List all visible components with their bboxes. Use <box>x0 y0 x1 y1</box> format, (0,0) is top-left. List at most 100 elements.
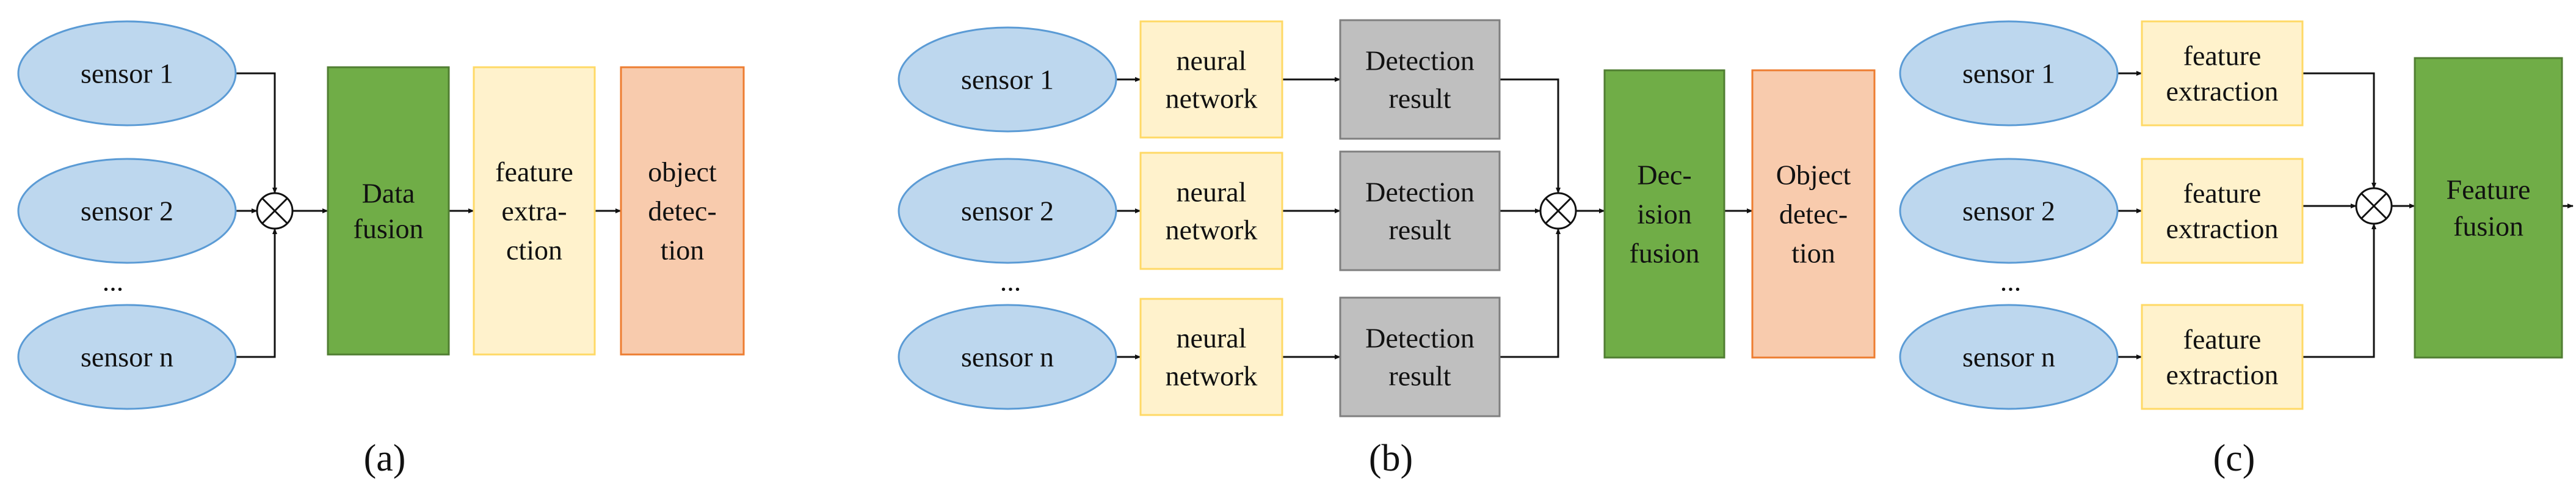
panel-c-feature-fusion: Feature fusion <box>2414 57 2563 359</box>
panel-a-feature-extraction-line-3: ction <box>506 235 562 266</box>
panel-a-sensor-1: sensor 1 <box>17 20 237 127</box>
panel-b-neural-network-2-line-2: network <box>1166 215 1258 246</box>
panel-c-sensor-2: sensor 2 <box>1899 158 2119 264</box>
panel-b-result1-line <box>1500 78 1561 194</box>
panel-b-detection-result-1-box <box>1339 19 1501 140</box>
panel-b-resultn-line <box>1500 228 1561 358</box>
panel-b-combiner <box>1539 192 1577 230</box>
panel-a-object-detection-box <box>620 66 745 356</box>
panel-b-neural-network-1: neural network <box>1139 20 1283 139</box>
panel-b-decision-fusion-line-3: fusion <box>1630 238 1700 269</box>
panel-b-decision-fusion: Dec-ision fusion <box>1603 69 1725 359</box>
panel-b-object-detection: Object detec-tion <box>1751 69 1876 359</box>
panel-b-neural-network-2-line-1: neural <box>1177 177 1247 208</box>
panel-b-object-detection-line-3: tion <box>1791 238 1835 269</box>
panel-c-sensor-n-label: sensor n <box>1962 342 2055 373</box>
panel-a-ellipsis: ... <box>103 266 124 297</box>
panel-a-sensor-1-shape <box>17 20 237 127</box>
panel-c-feature-extraction-2-line-1: feature <box>2183 178 2262 209</box>
panel-a-sensor-n: sensor n <box>17 304 237 410</box>
panel-a-sensor-2: sensor 2 <box>17 158 237 264</box>
panel-a-object-detection-line-1: object <box>648 156 717 188</box>
panel-c-feature-extraction-3-line-1: feature <box>2183 324 2262 355</box>
panel-b-detection-result-1-line-2: result <box>1388 83 1451 114</box>
panel-b-sensor-n-label: sensor n <box>961 342 1054 373</box>
panel-a-sensor-n-label: sensor n <box>81 342 173 373</box>
panel-c-fe1-line <box>2302 72 2376 189</box>
panel-b-neural-network-3-line-1: neural <box>1177 323 1247 354</box>
panel-b-decision-fusion-line-2: ision <box>1637 199 1691 230</box>
panel-a-object-detection-line-2: detec- <box>648 196 716 227</box>
panel-b-decision-fusion-box <box>1603 69 1725 359</box>
panel-c-feature-extraction-3-box <box>2141 304 2304 410</box>
panel-c-feature-fusion-line-2: fusion <box>2453 211 2523 242</box>
panel-b-sensor-2: sensor 2 <box>898 158 1117 264</box>
panel-a-object-detection-line-3: tion <box>661 235 705 266</box>
panel-b-detection-result-2-box <box>1339 150 1501 271</box>
panel-c-feature-extraction-2: feature extraction <box>2141 158 2304 264</box>
panel-b-detection-result-2: Detection result <box>1339 150 1501 271</box>
panel-c-feature-extraction-1-box <box>2141 20 2304 127</box>
panel-a-feature-extraction-line-2: extra- <box>501 196 567 227</box>
panel-b-sensor-1-label: sensor 1 <box>961 64 1054 95</box>
panel-c-sensor-1-label: sensor 1 <box>1962 58 2055 89</box>
panel-b-sensor-1: sensor 1 <box>898 26 1117 133</box>
panel-c-fen-line <box>2302 223 2376 358</box>
panel-a-feature-extraction-line-1: feature <box>495 156 573 188</box>
panel-b-caption: (b) <box>1369 438 1413 479</box>
panel-b-object-detection-box <box>1751 69 1876 359</box>
panel-c-feature-fusion-line-1: Feature <box>2447 174 2531 205</box>
panel-a-sensor-2-label: sensor 2 <box>81 196 173 227</box>
panel-b-sensor-2-shape <box>898 158 1117 264</box>
panel-a-feature-extraction-box <box>473 66 596 356</box>
panel-a-sensor-2-shape <box>17 158 237 264</box>
panel-b-sensor-2-label: sensor 2 <box>961 196 1054 227</box>
panel-b-neural-network-1-box <box>1139 20 1283 139</box>
panel-c-combiner <box>2355 187 2393 225</box>
panel-b-object-detection-line-2: detec- <box>1779 199 1848 230</box>
panel-b-sensor-n-shape <box>898 304 1117 410</box>
panel-c-feature-fusion-box <box>2414 57 2563 359</box>
panel-c-sensor-n-shape <box>1899 304 2119 410</box>
panel-c-ellipsis: ... <box>2000 266 2022 297</box>
panel-b-detection-result-2-line-2: result <box>1388 215 1451 246</box>
panel-b-neural-network-2: neural network <box>1139 152 1283 270</box>
panel-c-feature-extraction-1-line-2: extraction <box>2166 76 2279 107</box>
panel-c-sensor-n: sensor n <box>1899 304 2119 410</box>
panel-b-detection-result-1-line-1: Detection <box>1365 45 1475 76</box>
panel-a-data-fusion-line-1: Data <box>362 178 415 209</box>
panel-c-feature-extraction-2-line-2: extraction <box>2166 213 2279 244</box>
panel-b-object-detection-line-1: Object <box>1776 160 1851 191</box>
panel-b-neural-network-3-box <box>1139 298 1283 416</box>
panel-c-sensor-1-shape <box>1899 20 2119 127</box>
panel-a-caption: (a) <box>364 438 406 479</box>
panel-a-sensor1-line <box>236 72 277 194</box>
panel-b-sensor-1-shape <box>898 26 1117 133</box>
panel-c-sensor-2-shape <box>1899 158 2119 264</box>
panel-b-detection-result-2-line-1: Detection <box>1365 177 1475 208</box>
panel-b-sensor-n: sensor n <box>898 304 1117 410</box>
panel-b-neural-network-1-line-1: neural <box>1177 45 1247 76</box>
panel-b-neural-network-1-line-2: network <box>1166 83 1258 114</box>
panel-a-sensor-n-shape <box>17 304 237 410</box>
panel-c-caption: (c) <box>2213 438 2255 479</box>
panel-c-feature-extraction-2-box <box>2141 158 2304 264</box>
panel-c-sensor-2-label: sensor 2 <box>1962 196 2055 227</box>
panel-a-combiner <box>256 192 294 230</box>
panel-a-sensor-1-label: sensor 1 <box>81 58 173 89</box>
panel-b-ellipsis: ... <box>1000 266 1021 297</box>
panel-b-neural-network-2-box <box>1139 152 1283 270</box>
panel-b-detection-result-3-box <box>1339 296 1501 417</box>
panel-c-sensor-1: sensor 1 <box>1899 20 2119 127</box>
panel-b-decision-fusion-line-1: Dec- <box>1637 160 1691 191</box>
panel-c-feature-extraction-1-line-1: feature <box>2183 40 2262 72</box>
panel-a-object-detection: object detec-tion <box>620 66 745 356</box>
panel-a-sensorn-line <box>236 228 277 358</box>
panel-b-detection-result-3-line-1: Detection <box>1365 323 1475 354</box>
panel-b-detection-result-1: Detection result <box>1339 19 1501 140</box>
